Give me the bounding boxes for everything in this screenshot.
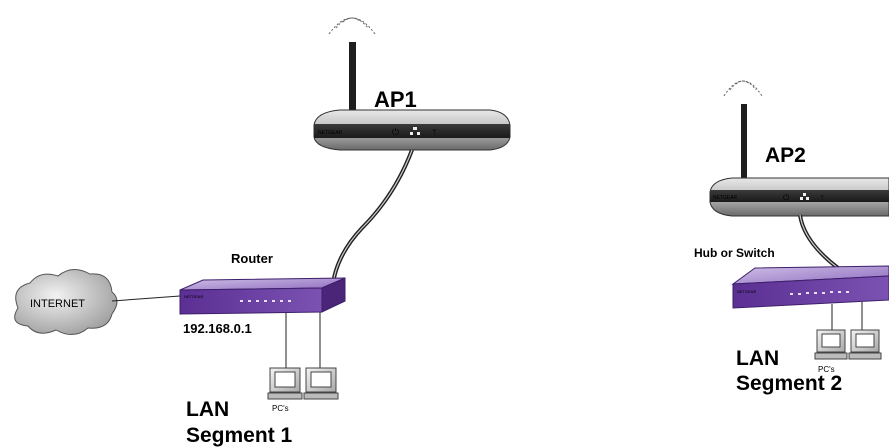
- network-icon: [410, 127, 420, 135]
- wifi-signal-icon: [723, 80, 763, 97]
- ap2-hub-cable: [798, 214, 840, 270]
- segment2-line2: Segment 2: [736, 372, 842, 395]
- hub-device: NETGEAR Hub or Switch: [694, 246, 889, 309]
- segment1-pcs-label: PC's: [272, 404, 289, 413]
- cloud-icon: INTERNET: [14, 269, 118, 335]
- internet-router-link: [111, 295, 181, 302]
- computer-icon: [267, 367, 303, 400]
- ap2-device: NETGEAR ⏻ ᛘ AP2: [709, 80, 889, 217]
- wifi-signal-icon: [328, 17, 376, 35]
- router-label: Router: [231, 251, 273, 266]
- segment2-pcs-label: PC's: [818, 365, 835, 374]
- segment1-line2: Segment 1: [186, 424, 293, 447]
- internet-label: INTERNET: [30, 298, 85, 310]
- router-device: NETGEAR Router 192.168.0.1: [179, 251, 346, 336]
- hub-brand: NETGEAR: [737, 289, 756, 294]
- wireless-icon: ᛘ: [432, 128, 437, 137]
- power-icon: ⏻: [783, 193, 790, 202]
- ap1-brand: NETGEAR: [318, 130, 343, 136]
- computer-icon: [848, 329, 882, 360]
- router-brand: NETGEAR: [184, 294, 203, 299]
- wireless-icon: ᛘ: [820, 194, 824, 202]
- computer-icon: [814, 329, 848, 360]
- ap2-brand: NETGEAR: [713, 195, 738, 201]
- segment1-line1: LAN: [186, 398, 229, 421]
- segment2-line1: LAN: [736, 347, 779, 370]
- power-icon: ⏻: [392, 127, 399, 137]
- computer-icon: [303, 367, 339, 400]
- antenna-icon: [741, 104, 747, 186]
- router-ip: 192.168.0.1: [183, 321, 252, 336]
- network-icon: [800, 193, 809, 200]
- ap1-device: NETGEAR ⏻ ᛘ AP1: [313, 17, 511, 151]
- ap2-label: AP2: [765, 144, 806, 167]
- antenna-icon: [349, 42, 356, 124]
- hub-label: Hub or Switch: [694, 246, 775, 260]
- ap1-label: AP1: [374, 87, 417, 112]
